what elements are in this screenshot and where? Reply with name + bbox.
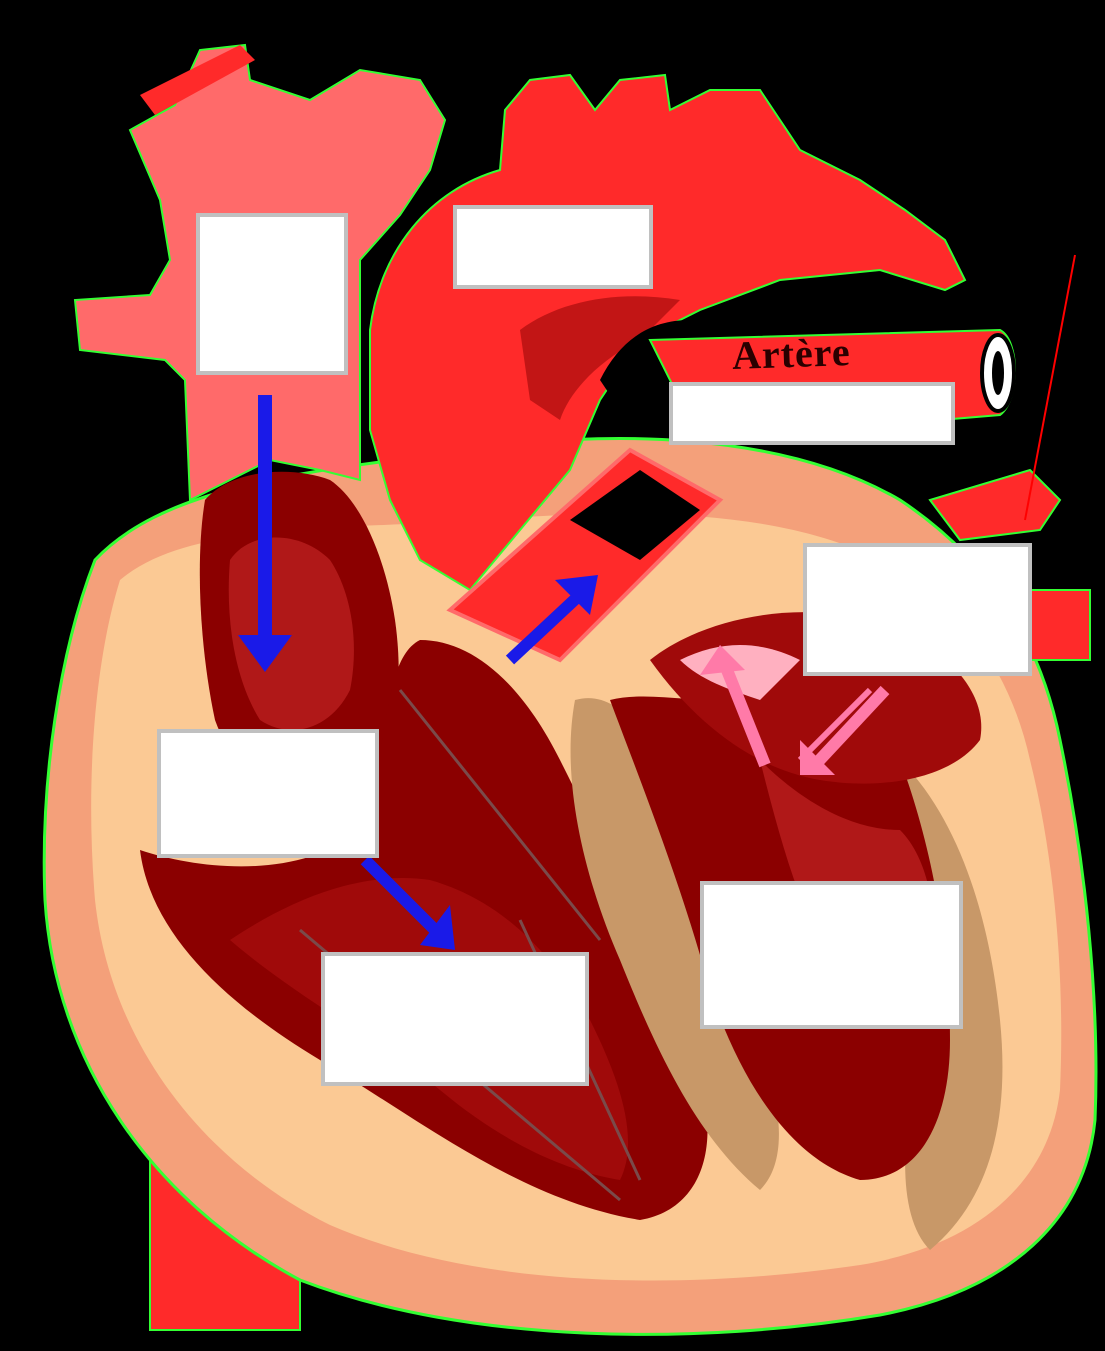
label-box-pulmonary-artery[interactable]	[669, 382, 955, 445]
label-box-right-atrium[interactable]	[157, 729, 379, 858]
label-box-left-ventricle[interactable]	[700, 881, 963, 1029]
pulmonary-artery-lumen	[992, 351, 1004, 395]
label-box-right-ventricle[interactable]	[321, 952, 589, 1086]
label-box-aorta[interactable]	[453, 205, 653, 289]
label-box-left-atrium[interactable]	[803, 543, 1032, 676]
label-box-superior-vena-cava[interactable]	[196, 213, 348, 375]
artery-label: Artère	[731, 328, 851, 379]
